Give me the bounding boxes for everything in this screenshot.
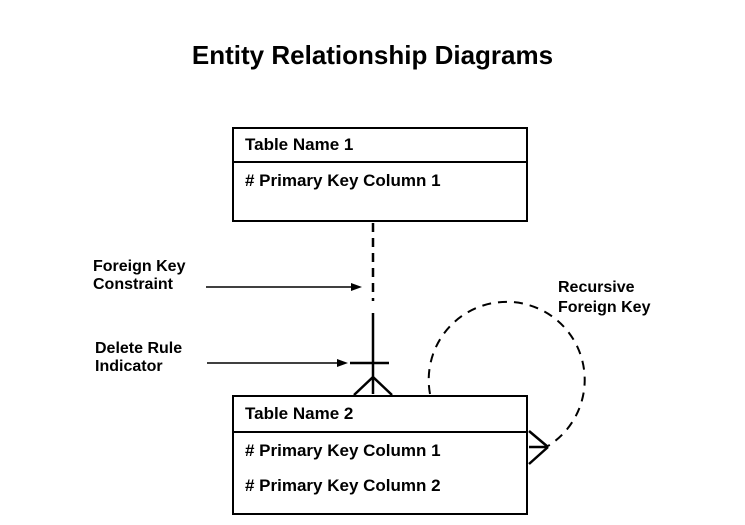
table-2-column-2: # Primary Key Column 2 [245, 476, 441, 495]
crows-foot-right-upper-prong [528, 430, 549, 448]
table-2-columns: # Primary Key Column 1 # Primary Key Col… [234, 433, 526, 496]
recursive-foreign-key-label: Recursive Foreign Key [558, 279, 651, 316]
diagram-title: Entity Relationship Diagrams [191, 40, 554, 70]
table-box-2: Table Name 2 # Primary Key Column 1 # Pr… [232, 395, 528, 515]
delete-rule-indicator-arrow [207, 359, 348, 367]
crows-foot-top [353, 376, 393, 396]
table-2-column-1: # Primary Key Column 1 [245, 441, 441, 460]
delete-rule-indicator-label: Delete Rule Indicator [95, 340, 183, 375]
foreign-key-constraint-arrow [206, 283, 362, 291]
foreign-key-constraint-label: Foreign Key Constraint [93, 258, 186, 293]
crows-foot-top-left-prong [353, 376, 374, 396]
foreign-key-constraint-arrowhead [351, 283, 362, 291]
crows-foot-right-lower-prong [528, 446, 549, 465]
crows-foot-right [528, 430, 549, 465]
delete-rule-indicator-arrowhead [337, 359, 348, 367]
table-box-1: Table Name 1 # Primary Key Column 1 [232, 127, 528, 222]
crows-foot-top-right-prong [372, 376, 393, 396]
table-1-name: Table Name 1 [234, 129, 526, 163]
table-1-column-1: # Primary Key Column 1 [245, 171, 441, 190]
table-1-columns: # Primary Key Column 1 [234, 163, 526, 191]
table-2-name: Table Name 2 [234, 397, 526, 433]
